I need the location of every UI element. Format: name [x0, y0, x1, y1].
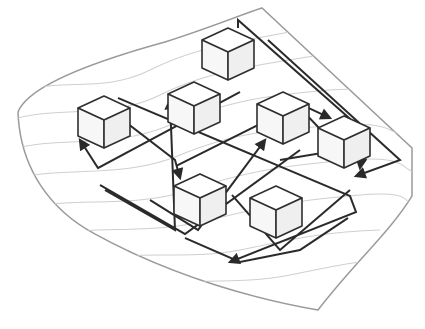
cube-face	[275, 197, 303, 239]
cube-face	[199, 185, 227, 227]
cube-face	[193, 93, 221, 135]
link-path	[149, 138, 267, 232]
cube-icon	[256, 91, 310, 145]
cube-icon	[201, 27, 255, 81]
link-path	[175, 102, 333, 167]
cube-icon	[317, 115, 371, 169]
link-path	[104, 97, 177, 232]
cube-icon	[173, 173, 227, 227]
cube-face	[282, 103, 310, 145]
cube-face	[103, 107, 131, 149]
site-boundary	[17, 7, 413, 311]
link-paths	[78, 17, 402, 265]
link-path	[99, 149, 301, 236]
link-path	[117, 97, 358, 265]
cube-face	[227, 39, 255, 81]
cube-face	[343, 127, 371, 169]
link-path	[184, 217, 349, 264]
cube-icon	[167, 81, 221, 135]
cube-icon	[249, 185, 303, 239]
link-path	[267, 39, 402, 179]
cube-icon	[77, 95, 131, 149]
cube-modules	[77, 27, 371, 239]
link-path	[109, 109, 184, 181]
link-path	[231, 189, 351, 252]
